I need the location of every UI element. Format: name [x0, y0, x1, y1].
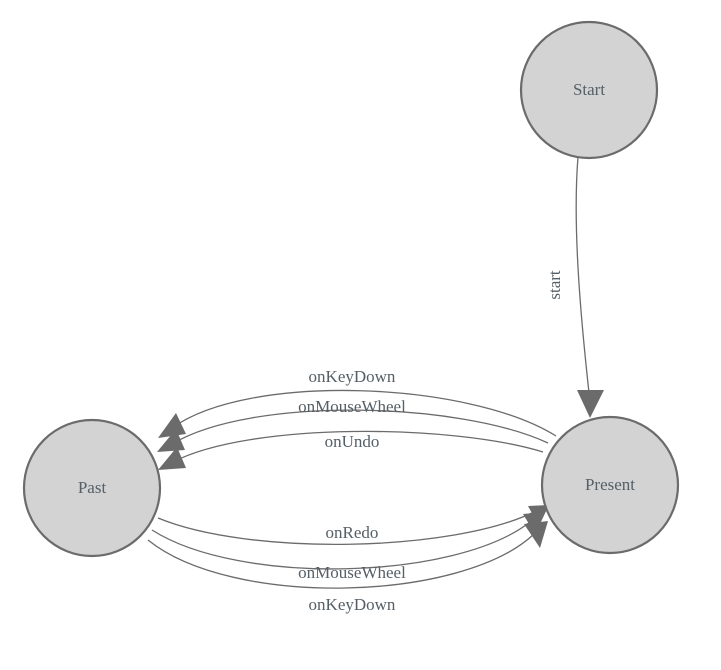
edge-past-present-2-path: [151, 521, 531, 570]
edge-label-past-present-1: onRedo: [326, 523, 379, 542]
edge-present-to-past-onkeydown[interactable]: onKeyDown: [158, 367, 557, 438]
node-start-circle: [519, 20, 659, 160]
node-past-label: Past: [78, 478, 107, 497]
edge-past-to-present-onkeydown[interactable]: onKeyDown: [147, 521, 548, 614]
node-past[interactable]: Past: [22, 418, 162, 558]
node-present-label: Present: [585, 475, 635, 494]
edge-label-start: start: [545, 270, 564, 300]
edge-past-to-present-onredo[interactable]: onRedo: [157, 505, 549, 545]
edge-present-past-1-path: [171, 389, 557, 437]
edge-present-to-past-onmousewheel[interactable]: onMouseWheel: [157, 397, 549, 452]
arrowhead-into-past-2: [157, 429, 185, 452]
edge-present-to-past-onundo[interactable]: onUndo: [158, 430, 544, 470]
node-present[interactable]: Present: [540, 415, 680, 555]
edge-label-present-past-2: onMouseWheel: [298, 397, 406, 416]
node-present-circle: [540, 415, 680, 555]
edge-label-past-present-3: onKeyDown: [309, 595, 396, 614]
edge-present-past-2-path: [171, 409, 549, 445]
edge-start-path: [575, 156, 591, 403]
edge-start-to-present[interactable]: start: [545, 156, 604, 418]
edge-label-present-past-1: onKeyDown: [309, 367, 396, 386]
arrowhead-into-past-3: [158, 447, 186, 470]
node-start-label: Start: [573, 80, 605, 99]
arrowhead-into-present-start: [577, 390, 604, 418]
arrowhead-into-present-3: [524, 521, 548, 548]
edge-present-past-3-path: [172, 430, 544, 463]
edge-label-past-present-2: onMouseWheel: [298, 563, 406, 582]
edge-past-present-3-path: [147, 533, 535, 589]
node-past-circle: [22, 418, 162, 558]
edge-past-present-1-path: [157, 511, 535, 545]
arrowhead-into-past-1: [158, 413, 186, 438]
node-start[interactable]: Start: [519, 20, 659, 160]
edge-label-present-past-3: onUndo: [325, 432, 380, 451]
